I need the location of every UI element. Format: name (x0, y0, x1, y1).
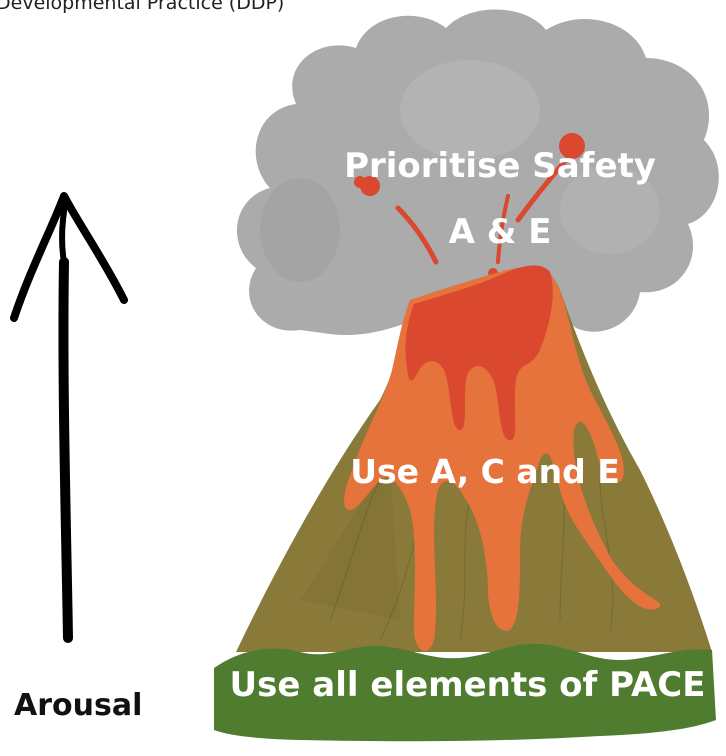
lava-splashes (354, 133, 585, 278)
level-top-label: Prioritise Safety (344, 146, 656, 186)
arousal-arrow (10, 192, 128, 643)
grass-base (214, 643, 716, 742)
header-text: Developmental Practice (DDP) (0, 0, 285, 14)
smoke-cloud (236, 9, 719, 336)
level-top-sub-label: A & E (448, 212, 552, 252)
level-middle-label: Use A, C and E (350, 452, 620, 491)
level-bottom-label: Use all elements of PACE (229, 665, 706, 705)
lava-flows (344, 265, 661, 651)
arousal-axis-label: Arousal (14, 688, 143, 723)
